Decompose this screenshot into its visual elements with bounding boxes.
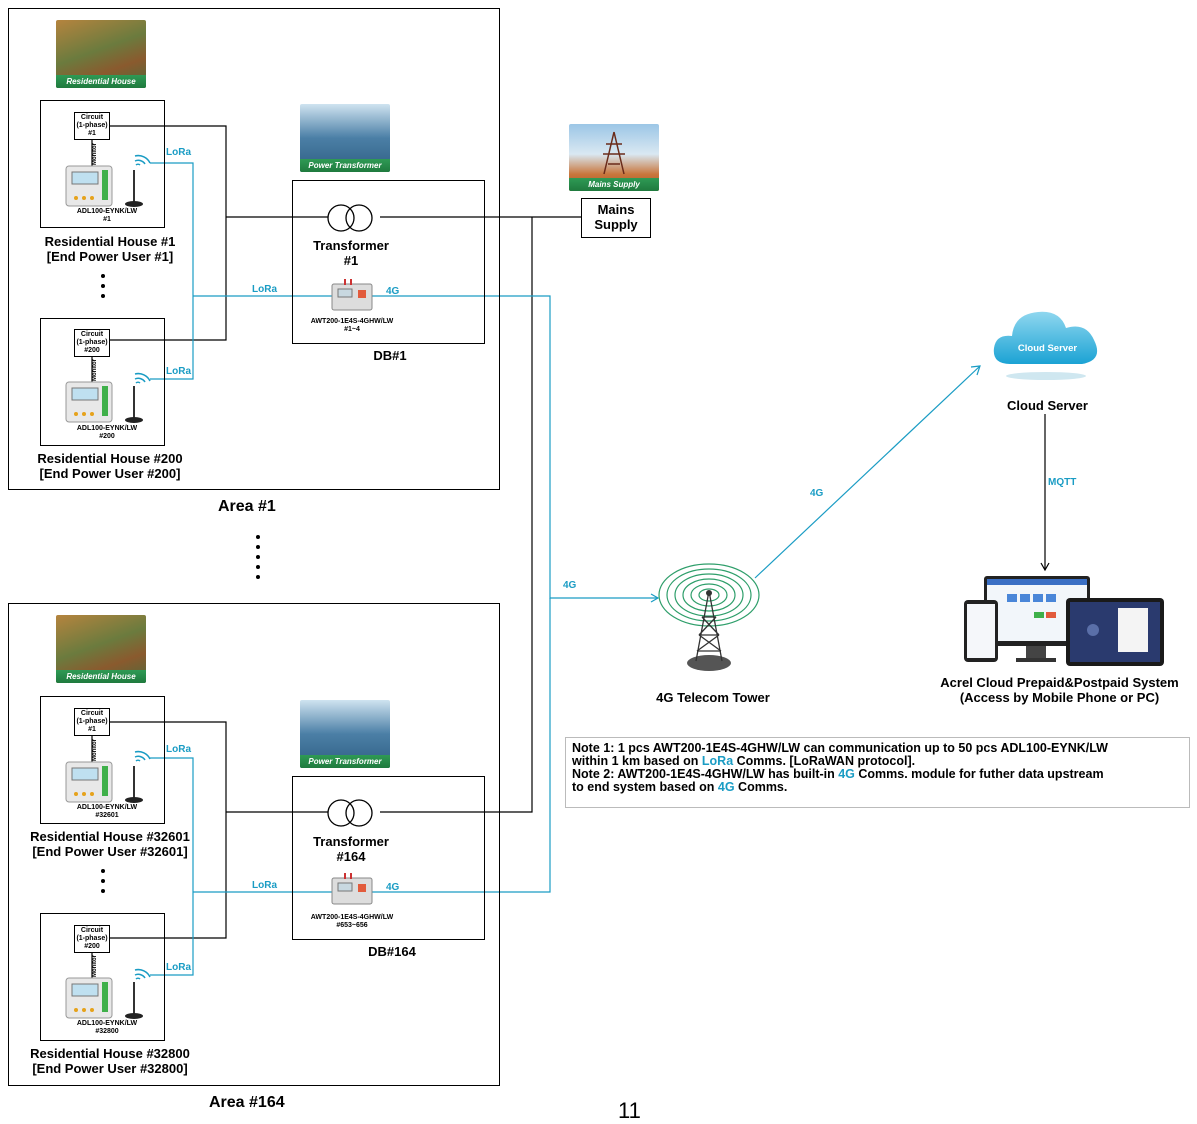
wireless-signal-icon bbox=[134, 750, 151, 762]
note-2-line-1: Note 2: AWT200-1E4S-4GHW/LW has built-in… bbox=[572, 767, 1104, 781]
energy-meter-icon bbox=[65, 165, 143, 207]
energy-meter-icon bbox=[65, 761, 143, 803]
residential-house-photo: Residential House bbox=[56, 615, 146, 683]
arrow-head bbox=[970, 365, 981, 376]
cloud-icon-text: Cloud Server bbox=[1017, 343, 1078, 354]
photo-caption: Residential House bbox=[56, 75, 146, 88]
house-box bbox=[40, 318, 165, 446]
house-box bbox=[40, 100, 165, 228]
system-label: Acrel Cloud Prepaid&Postpaid System(Acce… bbox=[940, 675, 1179, 705]
mains-supply-photo: Mains Supply bbox=[569, 124, 659, 191]
gateway-label: AWT200-1E4S-4GHW/LW#653~656 bbox=[310, 914, 394, 929]
uplink-4g-line bbox=[754, 365, 981, 579]
house-box bbox=[40, 913, 165, 1041]
arrow-head bbox=[650, 593, 660, 603]
power-transformer-photo: Power Transformer bbox=[300, 104, 390, 172]
energy-meter-icon bbox=[65, 977, 143, 1019]
note-1-line-1: Note 1: 1 pcs AWT200-1E4S-4GHW/LW can co… bbox=[572, 741, 1108, 755]
house-box bbox=[40, 696, 165, 824]
meter-label: ADL100-EYNK/LW#32800 bbox=[76, 1020, 138, 1035]
db-box bbox=[292, 776, 485, 940]
area-box-164 bbox=[8, 603, 500, 1086]
arrow-head bbox=[1040, 562, 1050, 572]
4g-label: 4G bbox=[386, 882, 400, 893]
page-number: 11 bbox=[618, 1098, 641, 1123]
area-box-1 bbox=[8, 8, 500, 490]
note-1-line-2: within 1 km based on LoRa Comms. [LoRaWA… bbox=[572, 754, 916, 768]
uplink-4g-line bbox=[372, 598, 551, 893]
circuit-box: Circuit(1-phase)#1 bbox=[74, 112, 110, 140]
gateway-label: AWT200-1E4S-4GHW/LW#1~4 bbox=[310, 318, 394, 333]
meter-label: ADL100-EYNK/LW#32601 bbox=[76, 804, 138, 819]
house-title: Residential House #200[End Power User #2… bbox=[37, 451, 183, 481]
ellipsis-dots bbox=[256, 535, 260, 585]
lora-label: LoRa bbox=[166, 962, 191, 973]
residential-house-photo: Residential House bbox=[56, 20, 146, 88]
db-label: DB#1 bbox=[373, 348, 407, 363]
gateway-device-icon bbox=[331, 873, 373, 905]
tower-label: 4G Telecom Tower bbox=[656, 690, 770, 705]
devices-screens-icon bbox=[964, 576, 1164, 666]
power-line bbox=[110, 125, 227, 341]
note-2-line-2: to end system based on 4G Comms. bbox=[572, 780, 788, 794]
power-transformer-photo: Power Transformer bbox=[300, 700, 390, 768]
power-line bbox=[110, 721, 227, 939]
area-label: Area #1 bbox=[218, 498, 276, 515]
cloud-server-label: Cloud Server bbox=[1007, 398, 1088, 413]
house-title: Residential House #32800[End Power User … bbox=[30, 1046, 190, 1076]
uplink-4g-line bbox=[372, 295, 658, 599]
circuit-box: Circuit(1-phase)#1 bbox=[74, 708, 110, 736]
db-box bbox=[292, 180, 485, 344]
circuit-box: Circuit(1-phase)#200 bbox=[74, 329, 110, 357]
lora-label: LoRa bbox=[166, 744, 191, 755]
db-label: DB#164 bbox=[368, 944, 416, 959]
notes-box: Note 1: 1 pcs AWT200-1E4S-4GHW/LW can co… bbox=[565, 737, 1190, 808]
wireless-signal-icon bbox=[134, 154, 151, 166]
photo-caption: Mains Supply bbox=[569, 178, 659, 191]
lora-label: LoRa bbox=[166, 366, 191, 377]
photo-caption: Power Transformer bbox=[300, 159, 390, 172]
photo-caption: Residential House bbox=[56, 670, 146, 683]
meter-label: ADL100-EYNK/LW#1 bbox=[76, 208, 138, 223]
4g-label: 4G bbox=[386, 286, 400, 297]
area-label: Area #164 bbox=[209, 1094, 285, 1111]
power-line bbox=[380, 217, 533, 813]
circuit-box: Circuit(1-phase)#200 bbox=[74, 925, 110, 953]
photo-caption: Power Transformer bbox=[300, 755, 390, 768]
ellipsis-dots bbox=[101, 869, 105, 899]
energy-meter-icon bbox=[65, 381, 143, 423]
transformer-label: Transformer#1 bbox=[313, 238, 389, 268]
transformer-symbol-icon bbox=[327, 799, 373, 827]
transformer-symbol-icon bbox=[327, 204, 373, 232]
house-title: Residential House #32601[End Power User … bbox=[30, 829, 190, 859]
lora-line bbox=[150, 757, 194, 976]
mqtt-label: MQTT bbox=[1048, 477, 1077, 488]
ellipsis-dots bbox=[101, 274, 105, 304]
4g-label: 4G bbox=[810, 488, 824, 499]
house-title: Residential House #1[End Power User #1] bbox=[44, 234, 176, 264]
lora-label: LoRa bbox=[166, 147, 191, 158]
wireless-signal-icon bbox=[134, 968, 151, 980]
lora-label: LoRa bbox=[252, 880, 277, 891]
wireless-signal-icon bbox=[134, 372, 151, 384]
transformer-label: Transformer#164 bbox=[313, 834, 389, 864]
lora-label: LoRa bbox=[252, 284, 277, 295]
telecom-tower-icon bbox=[658, 563, 760, 671]
meter-label: ADL100-EYNK/LW#200 bbox=[76, 425, 138, 440]
gateway-device-icon bbox=[331, 279, 373, 311]
lora-line bbox=[150, 162, 194, 380]
4g-label: 4G bbox=[563, 580, 577, 591]
pylon-icon bbox=[603, 131, 625, 175]
cloud-server-icon bbox=[993, 311, 1098, 380]
